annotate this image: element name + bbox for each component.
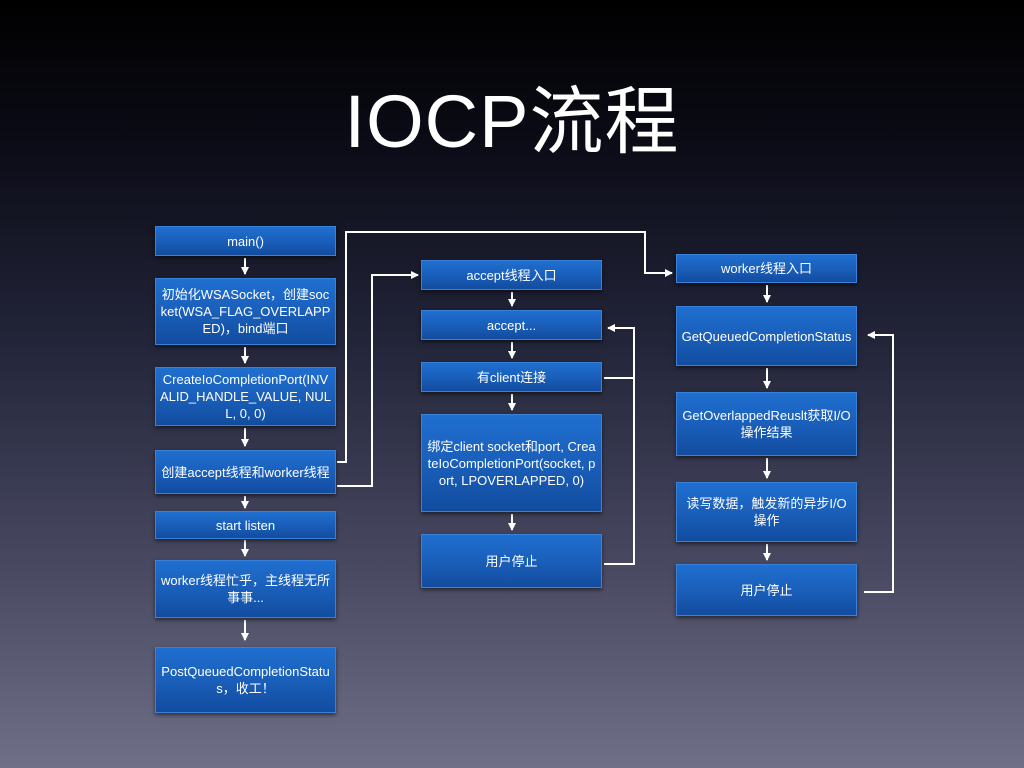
accept-box: accept... <box>421 310 602 340</box>
get-overlapped-result-box: GetOverlappedReuslt获取I/O操作结果 <box>676 392 857 456</box>
worker-busy-box: worker线程忙乎，主线程无所事事... <box>155 560 336 618</box>
read-write-data-box: 读写数据，触发新的异步I/O操作 <box>676 482 857 542</box>
arrow-worker-loop-to-getstatus <box>864 331 894 593</box>
arrow-connect-loop-to-accept <box>604 324 635 379</box>
accept-thread-entry-box: accept线程入口 <box>421 260 602 290</box>
start-listen-box: start listen <box>155 511 336 539</box>
init-socket-box: 初始化WSASocket，创建socket(WSA_FLAG_OVERLAPPE… <box>155 278 336 345</box>
arrow-threads-to-worker-entry <box>337 231 673 463</box>
accept-user-stop-box: 用户停止 <box>421 534 602 588</box>
post-completion-status-box: PostQueuedCompletionStatus，收工！ <box>155 647 336 713</box>
arrow-threads-to-accept-entry <box>337 271 419 487</box>
client-connect-box: 有client连接 <box>421 362 602 392</box>
create-threads-box: 创建accept线程和worker线程 <box>155 450 336 494</box>
create-completion-port-box: CreateIoCompletionPort(INVALID_HANDLE_VA… <box>155 367 336 426</box>
page-title: IOCP流程 <box>344 80 680 163</box>
worker-thread-entry-box: worker线程入口 <box>676 254 857 283</box>
main-box: main() <box>155 226 336 256</box>
worker-user-stop-box: 用户停止 <box>676 564 857 616</box>
line-mid-stop-loop <box>604 378 635 565</box>
bind-client-socket-box: 绑定client socket和port, CreateIoCompletion… <box>421 414 602 512</box>
get-queued-status-box: GetQueuedCompletionStatus <box>676 306 857 366</box>
